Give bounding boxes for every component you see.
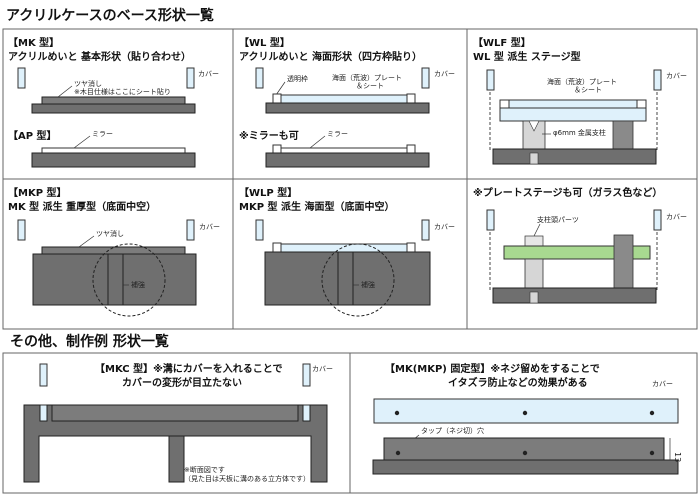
wl-mirror-label: ミラー (327, 130, 348, 138)
mk-cover-left (17, 67, 26, 89)
mk-tag: 【MK 型】 (8, 36, 59, 49)
panel-fixed: 【MK(MKP) 固定型】※ネジ留めをすることで イタズラ防止などの効果がある … (372, 362, 682, 475)
mkc-center-leg (168, 435, 185, 483)
wlf-pillar-label: φ6mm 金属支柱 (553, 128, 606, 137)
wl-frame-left (272, 93, 282, 104)
wl-tag: 【WL 型】 (239, 36, 290, 49)
mkc-note-1: ※断面図です (184, 465, 225, 474)
mkc-line1: 【MKC 型】※溝にカバーを入れることで (95, 362, 283, 375)
fix-plate (383, 437, 665, 461)
mkp-subtitle: MK 型 派生 重厚型（底面中空） (8, 200, 156, 213)
wl-sea-plate (280, 94, 408, 104)
stage-cover-left (486, 209, 495, 231)
wl-frame-right (406, 93, 416, 104)
wl-subtitle: アクリルめいと 海面形状（四方枠貼り） (239, 50, 422, 63)
wlp-sea-plate (280, 243, 408, 253)
wlf-subtitle: WL 型 派生 ステージ型 (473, 50, 581, 63)
page-title: アクリルケースのベース形状一覧 (6, 7, 214, 24)
panel-wlp: 【WLP 型】 MKP 型 派生 海面型（底面中空） カバー 補強 (239, 186, 455, 317)
ap-mirror (41, 147, 186, 154)
wl-base (265, 102, 430, 114)
wlp-detail-circle (321, 243, 395, 317)
fix-dimension: 13 (673, 452, 682, 462)
ap-tag: 【AP 型】 (8, 129, 57, 142)
wl-cover-label: カバー (434, 70, 455, 78)
mkp-gloss-label: ツヤ消し (96, 229, 124, 238)
wlp-subtitle: MKP 型 派生 海面型（底面中空） (239, 200, 394, 213)
fix-line2: イタズラ防止などの効果がある (448, 376, 588, 389)
panel-wlf: 【WLF 型】 WL 型 派生 ステージ型 カバー 海面（荒波）プレート ＆シー… (473, 36, 687, 165)
wlf-base (492, 148, 657, 165)
mkp-cover-right (186, 219, 195, 241)
panel-mkc: 【MKC 型】※溝にカバーを入れることで カバーの変形が目立たない カバー ※断… (23, 362, 333, 483)
mk-subtitle: アクリルめいと 基本形状（貼り合わせ） (8, 50, 191, 63)
wl-mirror-base (265, 152, 430, 168)
wlf-sea-plate (508, 99, 638, 109)
mk-cover-right (186, 67, 195, 89)
wl-frame-label: 透明枠 (287, 74, 308, 83)
mkp-cover-left (17, 219, 26, 241)
fix-line1: 【MK(MKP) 固定型】※ネジ留めをすることで (385, 362, 600, 375)
panel-mk: 【MK 型】 アクリルめいと 基本形状（貼り合わせ） カバー ツヤ消し ※木目仕… (8, 36, 219, 168)
wlp-cover-left (255, 219, 264, 241)
panel-mkp: 【MKP 型】 MK 型 派生 重厚型（底面中空） カバー ツヤ消し 補強 (8, 186, 220, 317)
wlf-pillar-right (612, 120, 634, 150)
wlf-cover-label: カバー (666, 72, 687, 80)
stage-cover-right (653, 209, 662, 231)
stage-pillar-right (613, 234, 634, 289)
wlp-tag: 【WLP 型】 (239, 186, 297, 199)
fix-cover (373, 398, 679, 424)
wlp-cover-label: カバー (434, 223, 455, 231)
wlp-cover-right (421, 219, 430, 241)
stage-pillar-left (524, 258, 544, 289)
stage-parts-label: 支柱頭パーツ (537, 215, 579, 224)
wl-sea-label-2: ＆シート (356, 82, 384, 90)
mkp-reinforcement (107, 253, 124, 306)
ap-base (31, 152, 196, 168)
mkp-tag: 【MKP 型】 (8, 186, 67, 199)
wl-cover-right (421, 67, 430, 89)
mkc-line2: カバーの変形が目立たない (122, 376, 242, 389)
mkp-plate (41, 246, 186, 255)
section2-title: その他、制作例 形状一覧 (10, 333, 169, 350)
mkc-cover-right (302, 363, 311, 387)
mk-note-label: ※木目仕様はここにシート貼り (74, 87, 171, 96)
wlf-cover-right (653, 69, 662, 91)
wl-cover-left (255, 67, 264, 89)
stage-glass-plate (503, 245, 651, 260)
mk-cover-label: カバー (198, 70, 219, 78)
mkc-grooved-base (23, 404, 328, 483)
mkc-note-2: （見た目は天板に溝のある立方体です） (184, 474, 310, 483)
wlf-cover-left (486, 69, 495, 91)
fix-tap-label: タップ（ネジ切）穴 (421, 426, 484, 435)
mkc-cover-label: カバー (312, 365, 333, 373)
wl-sea-label-1: 海面（荒波）プレート (332, 73, 402, 82)
stage-cover-label: カバー (666, 213, 687, 221)
panel-plate-stage: ※プレートステージも可（ガラス色など） カバー 支柱頭パーツ (473, 186, 687, 304)
mk-base (31, 103, 196, 114)
ap-mirror-label: ミラー (92, 130, 113, 138)
stage-base (492, 287, 657, 304)
wlp-reinforcement (337, 251, 354, 306)
wl-mirror (280, 147, 408, 154)
wlf-sea-label-2: ＆シート (574, 86, 602, 94)
mkp-rein-label: 補強 (131, 280, 145, 289)
mkc-cover-left (39, 363, 48, 387)
stage-tag: ※プレートステージも可（ガラス色など） (473, 186, 662, 199)
wlp-rein-label: 補強 (361, 280, 375, 289)
wlf-sea-label-1: 海面（荒波）プレート (547, 77, 617, 86)
fix-cover-label: カバー (652, 380, 673, 388)
mk-gloss-label: ツヤ消し (74, 79, 102, 88)
mkp-detail-circle (92, 243, 166, 317)
mk-plate (41, 96, 186, 105)
mkp-cover-label: カバー (199, 223, 220, 231)
wlf-stage-plate (499, 107, 647, 122)
mkc-top-plate (51, 404, 299, 422)
wl-mirror-tag: ※ミラーも可 (239, 130, 299, 142)
wlf-tag: 【WLF 型】 (473, 36, 531, 49)
panel-wl: 【WL 型】 アクリルめいと 海面形状（四方枠貼り） カバー 透明枠 海面（荒波… (239, 36, 455, 168)
fix-base (372, 459, 679, 475)
